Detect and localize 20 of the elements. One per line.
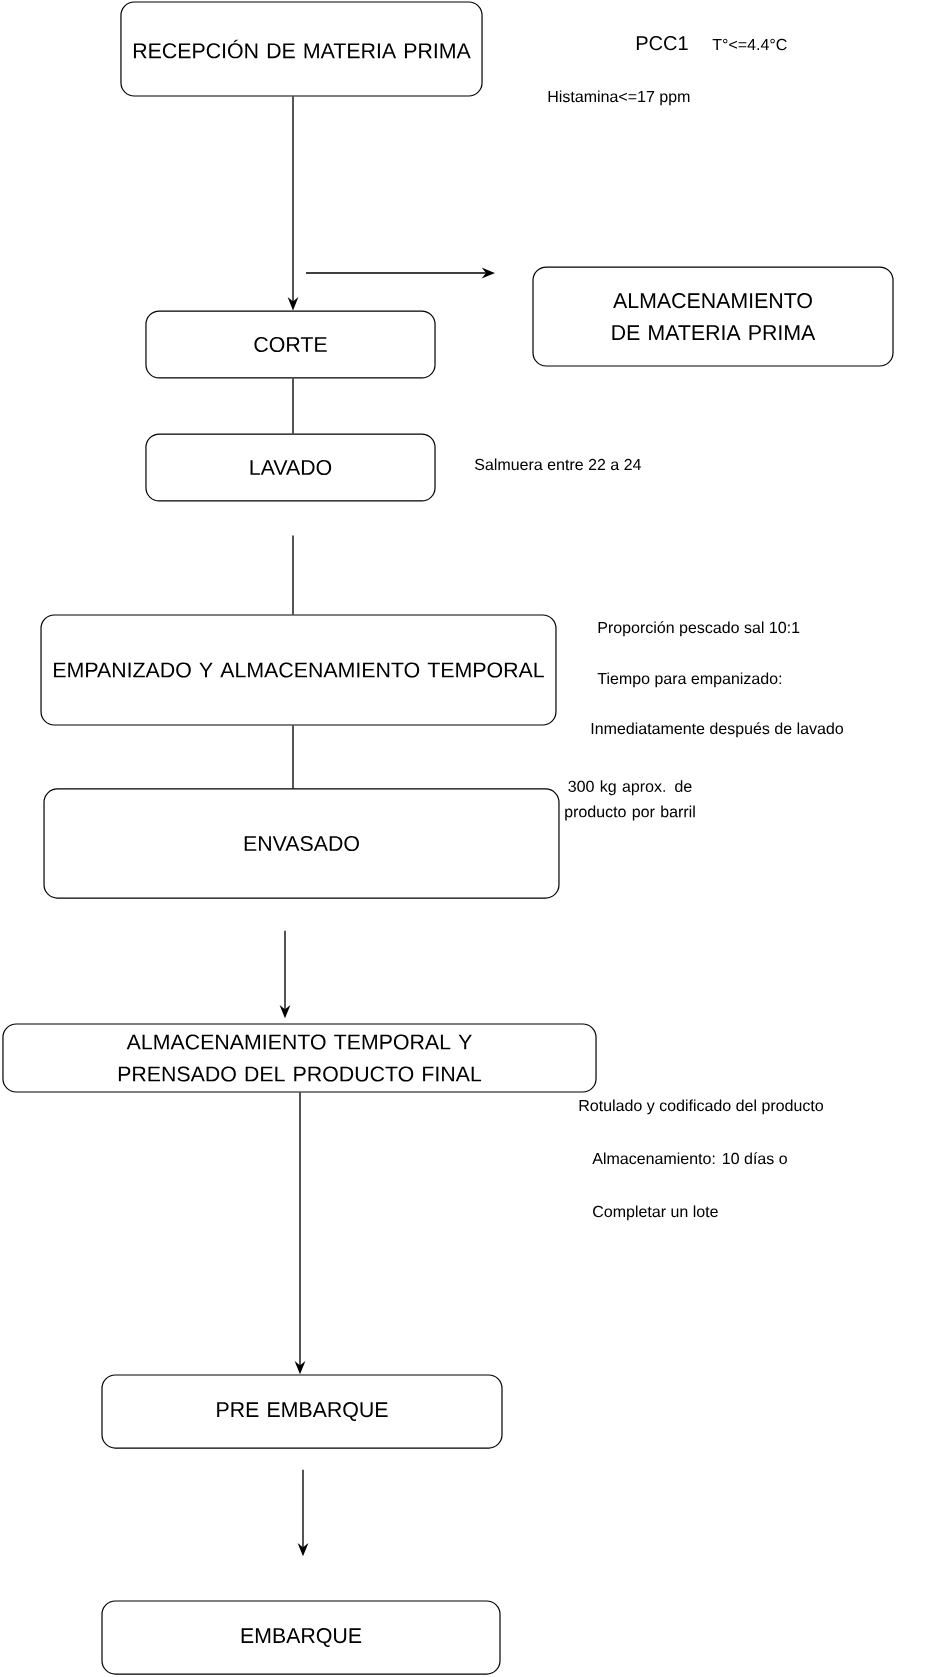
side-note: Completar un lote	[593, 1205, 718, 1221]
process-box: ALMACENAMIENTO TEMPORAL Y PRENSADO DEL PRODUCTO FINAL	[2, 1023, 597, 1093]
side-note: PCC1	[636, 36, 688, 51]
side-note: 300 kg aprox. de producto por barril	[565, 780, 695, 821]
process-box: PRE EMBARQUE	[101, 1374, 503, 1449]
process-box: LAVADO	[145, 433, 436, 502]
process-box: RECEPCIÓN DE MATERIA PRIMA	[120, 1, 483, 97]
process-box: ALMACENAMIENTO DE MATERIA PRIMA	[532, 266, 894, 367]
side-note: Almacenamiento: 10 días o	[592, 1152, 787, 1165]
process-box: EMBARQUE	[101, 1600, 501, 1675]
process-box: CORTE	[145, 310, 436, 379]
side-note: Rotulado y codificado del producto	[579, 1099, 824, 1115]
side-note: Inmediatamente después de lavado	[591, 722, 844, 738]
side-note: T°<=4.4°C	[712, 38, 787, 51]
side-note: Salmuera entre 22 a 24	[475, 458, 641, 471]
side-note: Histamina<=17 ppm	[548, 90, 690, 106]
process-box: EMPANIZADO Y ALMACENAMIENTO TEMPORAL	[40, 614, 557, 726]
side-note: Tiempo para empanizado:	[597, 672, 782, 688]
process-box: ENVASADO	[43, 788, 560, 899]
side-note: Proporción pescado sal 10:1	[598, 621, 800, 637]
